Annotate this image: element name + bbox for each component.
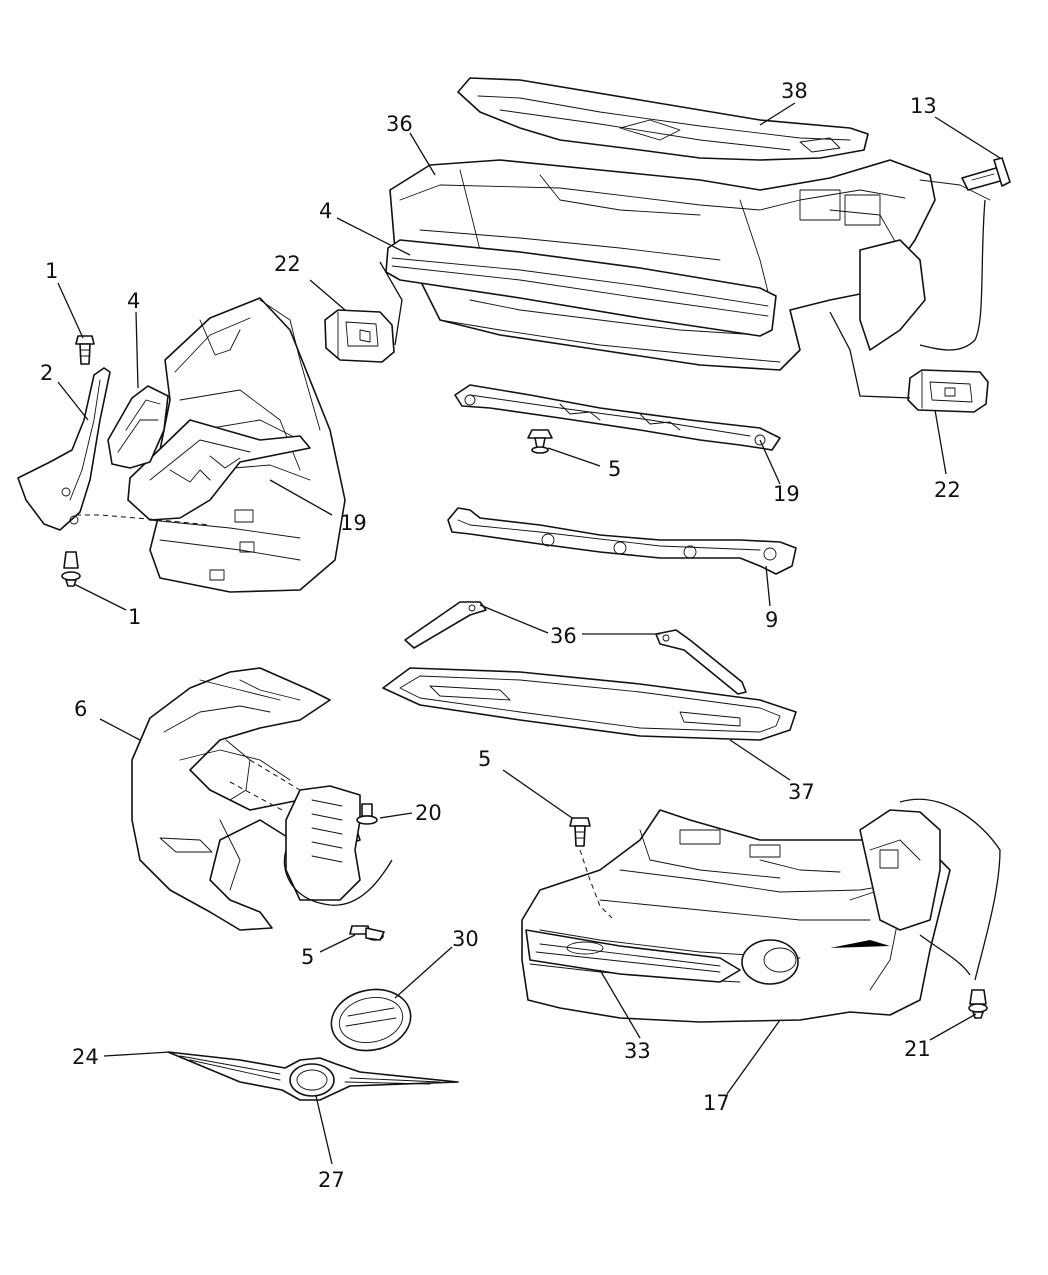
callout-5-fascia: 5 bbox=[301, 945, 314, 969]
leader-22-to-beam bbox=[379, 261, 403, 346]
dash-fascia-1 bbox=[249, 759, 301, 791]
callout-1-bottom: 1 bbox=[128, 605, 141, 629]
part-22-left-absorber bbox=[324, 309, 395, 363]
callout-37: 37 bbox=[788, 780, 815, 804]
callout-5-upper: 5 bbox=[608, 457, 621, 481]
callout-38: 38 bbox=[781, 79, 808, 103]
part-5-push-fastener-fascia bbox=[349, 925, 385, 941]
callout-4-top: 4 bbox=[319, 199, 332, 223]
part-1-fastener-upper bbox=[75, 335, 95, 365]
wheel-arch-outline bbox=[919, 934, 971, 976]
fender-outline bbox=[919, 199, 986, 351]
leader-22-right-to-module bbox=[829, 311, 911, 399]
callout-21: 21 bbox=[904, 1037, 931, 1061]
fascia-side-insert bbox=[285, 785, 361, 901]
part-2-fascia-bracket bbox=[17, 367, 111, 531]
part-5-push-fastener-right bbox=[569, 817, 591, 847]
part-19-lower-support-bracket bbox=[454, 384, 781, 451]
part-4-left-air-duct bbox=[107, 385, 169, 469]
callout-20: 20 bbox=[415, 801, 442, 825]
part-36-brace-rod-right bbox=[655, 629, 747, 695]
fender-outline-lower bbox=[899, 798, 1001, 981]
part-37-splash-shield bbox=[382, 667, 797, 741]
callout-22-left: 22 bbox=[274, 252, 301, 276]
dash-fascia-2 bbox=[229, 781, 283, 811]
callout-27: 27 bbox=[318, 1168, 345, 1192]
part-4-bumper-beam bbox=[385, 239, 777, 337]
callout-9: 9 bbox=[765, 608, 778, 632]
fascia-side-trim bbox=[830, 940, 890, 948]
callout-24: 24 bbox=[72, 1045, 99, 1069]
callout-22-right: 22 bbox=[934, 478, 961, 502]
part-21-fastener bbox=[968, 989, 988, 1019]
part-1-fastener-lower bbox=[61, 551, 81, 587]
part-30-emblem bbox=[330, 988, 412, 1052]
callout-19-left: 19 bbox=[340, 511, 367, 535]
dash-fastener-right bbox=[579, 849, 613, 919]
callout-19-right: 19 bbox=[773, 482, 800, 506]
part-38-upper-closure-panel bbox=[457, 77, 869, 161]
right-wheelhouse-structure bbox=[859, 809, 941, 931]
callout-5-right: 5 bbox=[478, 747, 491, 771]
part-5-push-fastener-upper bbox=[527, 429, 553, 454]
callout-36-middle: 36 bbox=[550, 624, 577, 648]
callout-30: 30 bbox=[452, 927, 479, 951]
part-27-center-medallion bbox=[289, 1063, 335, 1097]
part-17-fog-lamp bbox=[741, 939, 799, 985]
callout-1-top: 1 bbox=[45, 259, 58, 283]
part-9-bracket bbox=[447, 507, 797, 575]
callout-13: 13 bbox=[910, 94, 937, 118]
callout-36-top: 36 bbox=[386, 112, 413, 136]
front-end-module bbox=[389, 159, 991, 371]
part-20-screw bbox=[356, 803, 378, 825]
part-19-left-bracket bbox=[127, 419, 311, 521]
callout-6: 6 bbox=[74, 697, 87, 721]
fascia-edge-curve bbox=[283, 849, 393, 906]
part-22-right-absorber bbox=[907, 369, 989, 413]
callout-33: 33 bbox=[624, 1039, 651, 1063]
dash-line-fastener bbox=[76, 514, 211, 526]
leader-lines bbox=[57, 102, 1001, 1165]
callout-2: 2 bbox=[40, 361, 53, 385]
part-36-brace-rod-left bbox=[404, 601, 487, 649]
callout-4-left: 4 bbox=[127, 289, 140, 313]
callout-labels: 38 13 36 4 22 1 4 2 19 1 5 19 22 9 36 37… bbox=[40, 79, 961, 1192]
part-13-push-pin bbox=[961, 157, 1011, 191]
part-33-lower-grille bbox=[525, 929, 741, 983]
callout-17: 17 bbox=[703, 1091, 730, 1115]
